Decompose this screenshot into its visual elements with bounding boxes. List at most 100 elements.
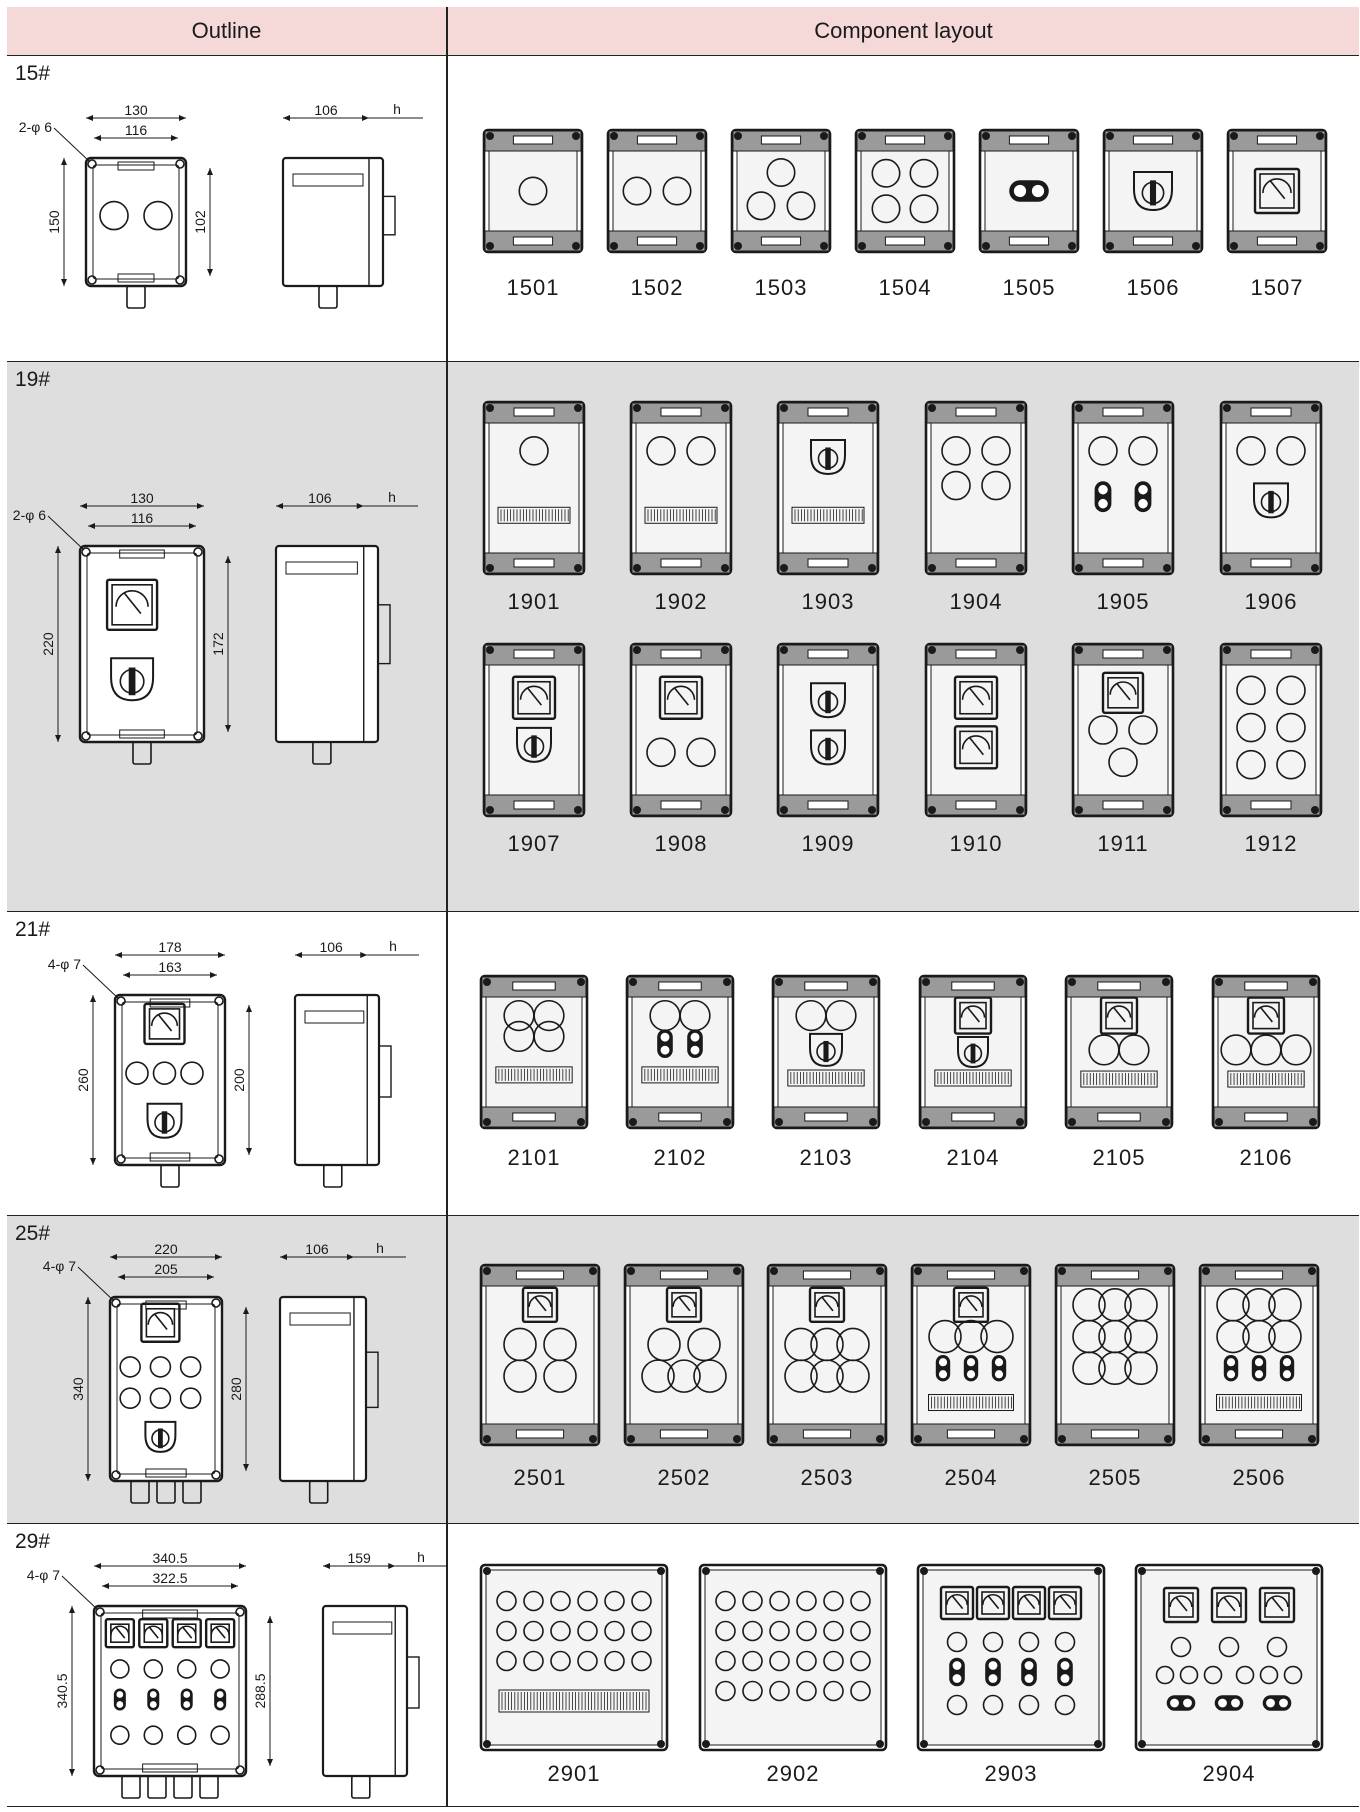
button-icon <box>715 1620 736 1642</box>
button-icon <box>796 1650 817 1672</box>
meter-face <box>814 1292 840 1318</box>
switch-handle <box>161 1111 168 1134</box>
screw-icon <box>721 806 729 814</box>
dim-h-label: h <box>417 1549 425 1565</box>
component-code: 1502 <box>630 275 684 300</box>
screw-icon <box>486 806 494 814</box>
terminal-frame <box>1080 1070 1158 1088</box>
component-code: 2105 <box>1092 1145 1146 1170</box>
enclosure-panel <box>1225 648 1317 812</box>
switch-handle <box>128 667 136 696</box>
screw-icon <box>633 404 641 412</box>
dim-depth-label: 106 <box>319 939 343 955</box>
component-code: 2501 <box>513 1465 567 1490</box>
component-2103 <box>771 974 881 1130</box>
double-button-top <box>1226 1358 1236 1367</box>
button-icon <box>1283 1665 1303 1685</box>
meter-icon <box>953 675 999 720</box>
enclosure-panel <box>1204 1269 1314 1441</box>
dim-hole: 4-φ 7 <box>43 1258 76 1274</box>
outline-label-slot <box>142 1763 198 1773</box>
label-slot <box>760 135 802 145</box>
enclosure-panel <box>612 134 702 248</box>
screw-icon <box>610 242 618 250</box>
button-icon <box>110 1725 130 1745</box>
label-slot <box>1090 1429 1140 1439</box>
screw-icon <box>1162 1118 1170 1126</box>
switch-guard <box>144 1420 177 1453</box>
dim-height-label: 260 <box>75 1068 91 1092</box>
component-2105 <box>1064 974 1174 1130</box>
meter-scale <box>1169 1595 1193 1608</box>
label-slot <box>955 407 997 417</box>
terminal-frame <box>791 506 865 524</box>
button-icon <box>667 1359 701 1393</box>
button-icon <box>152 1061 177 1085</box>
meter-face <box>148 1008 181 1040</box>
label-slot <box>1008 236 1050 246</box>
selector-switch-icon <box>810 729 846 766</box>
terminal-frame <box>1216 1394 1302 1412</box>
screw-icon <box>696 132 704 140</box>
button-icon <box>179 1356 202 1378</box>
component-code: 2505 <box>1088 1465 1142 1490</box>
double-button-bottom <box>994 1370 1004 1379</box>
dim-hole-leader <box>82 964 120 1000</box>
button-icon <box>210 1725 230 1745</box>
screw-icon <box>1311 806 1319 814</box>
screw-icon <box>486 242 494 250</box>
button-icon <box>836 1359 870 1393</box>
button-icon <box>850 1680 871 1702</box>
switch-guard <box>810 682 846 719</box>
dim-width-inner-label: 163 <box>158 959 182 975</box>
double-button-icon <box>1021 1657 1037 1687</box>
component-code: 2104 <box>946 1145 1000 1170</box>
meter-needle <box>677 1296 691 1312</box>
component-code: 1910 <box>949 831 1003 856</box>
outline-side-label <box>289 1312 351 1326</box>
cable-gland-icon <box>199 1775 219 1799</box>
outline-label-slot <box>119 549 165 559</box>
double-button-top <box>216 1691 224 1698</box>
screw-icon <box>734 132 742 140</box>
meter-icon <box>1047 1585 1083 1621</box>
label-slot <box>1102 649 1144 659</box>
double-button-icon <box>1223 1355 1239 1382</box>
switch-guard <box>110 657 155 702</box>
mount-hole-icon <box>81 547 91 557</box>
selector-switch-icon <box>809 1032 843 1067</box>
meter-needle <box>820 1296 834 1312</box>
component-code: 2902 <box>766 1761 820 1786</box>
screw-icon <box>633 806 641 814</box>
label-slot <box>1090 1270 1140 1280</box>
enclosure-panel <box>488 134 578 248</box>
screw-icon <box>1163 404 1171 412</box>
meter-icon <box>521 1286 559 1324</box>
component-code: 2504 <box>944 1465 998 1490</box>
button-icon <box>149 1356 172 1378</box>
screw-icon <box>868 646 876 654</box>
enclosure-panel <box>631 980 729 1124</box>
meter-icon <box>939 1585 975 1621</box>
component-code: 1506 <box>1126 275 1180 300</box>
meter-needle <box>1023 1594 1036 1610</box>
button-icon <box>1218 1636 1240 1658</box>
enclosure-panel <box>1077 406 1169 570</box>
dim-depth-label: 106 <box>314 102 338 118</box>
meter-icon <box>171 1617 202 1649</box>
meter-needle <box>951 1594 964 1610</box>
screw-icon <box>733 1435 741 1443</box>
terminal-strip-icon <box>641 1066 719 1084</box>
enclosure-panel <box>485 1569 663 1746</box>
component-1505 <box>978 128 1080 254</box>
button-icon <box>796 1680 817 1702</box>
screw-icon <box>1192 242 1200 250</box>
screw-icon <box>1164 1267 1172 1275</box>
outline-front <box>78 544 206 744</box>
double-button-bottom <box>660 1045 670 1055</box>
double-button-left <box>1266 1698 1275 1708</box>
double-button-top <box>1098 484 1108 495</box>
enclosure-panel <box>488 406 580 570</box>
button-icon <box>622 176 652 206</box>
